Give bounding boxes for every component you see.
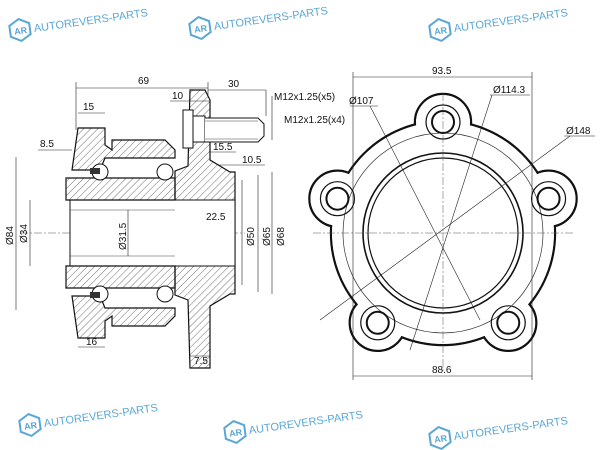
dim-10-5: 10.5 <box>242 155 262 166</box>
dia-68: Ø68 <box>276 227 287 246</box>
ar-logo-icon <box>8 17 32 43</box>
dim-7-5: 7.5 <box>194 356 208 367</box>
watermark: AR AUTOREVERS-PARTS <box>18 402 159 438</box>
front-view <box>308 92 578 373</box>
dim-overall-length: 69 <box>138 76 150 87</box>
watermark: AR AUTOREVERS-PARTS <box>8 7 149 43</box>
dia-pcd: Ø114.3 <box>493 85 525 96</box>
front-view-labels: 93.5 Ø107 Ø114.3 Ø148 88.6 <box>319 66 595 380</box>
bolt-hole <box>536 186 561 211</box>
bolt-boss <box>360 305 396 341</box>
dia-outer: Ø84 <box>5 226 16 245</box>
dia-bore: Ø31.5 <box>118 222 129 250</box>
watermark-logo-text: AR <box>14 25 29 37</box>
watermark-logo-text: AR <box>229 427 244 439</box>
dim-flange-thickness: 10 <box>172 91 184 102</box>
dim-bottom: 88.6 <box>432 365 452 376</box>
bolt-hole <box>496 310 521 335</box>
dia-107: Ø107 <box>349 96 374 107</box>
bolt-boss <box>319 181 356 217</box>
watermark: AR AUTOREVERS-PARTS <box>428 415 569 450</box>
bolt-boss <box>490 305 526 341</box>
ar-logo-icon <box>18 412 42 438</box>
stud-thread-5: M12x1.25(x5) <box>274 92 335 103</box>
dim-width: 93.5 <box>432 66 452 77</box>
watermark-logo-text: AR <box>434 433 449 445</box>
wheel-stud <box>182 109 265 149</box>
dim-stud-length: 30 <box>228 79 240 90</box>
dia-50: Ø50 <box>246 227 257 246</box>
ar-logo-icon <box>428 425 452 450</box>
watermark-text: AUTOREVERS-PARTS <box>213 5 328 33</box>
watermark: AR AUTOREVERS-PARTS <box>223 409 364 445</box>
ar-logo-icon <box>188 15 212 41</box>
dia-148: Ø148 <box>566 126 591 137</box>
bolt-boss <box>530 181 567 217</box>
bolt-hole <box>325 186 350 211</box>
bolt-hole <box>365 310 390 335</box>
side-section-view: 69 30 10 15 M12x1.25(x5) M12x1.25(x4) 8.… <box>5 76 345 369</box>
watermark-text: AUTOREVERS-PARTS <box>43 402 158 430</box>
watermark-logo-text: AR <box>434 25 449 37</box>
watermark-logo-text: AR <box>24 420 39 432</box>
dim-left-offset: 8.5 <box>40 139 54 150</box>
watermark-text: AUTOREVERS-PARTS <box>248 409 363 437</box>
dim-22-5: 22.5 <box>206 212 226 223</box>
stud-thread-4: M12x1.25(x4) <box>284 115 345 126</box>
watermark-logo-text: AR <box>194 23 209 35</box>
dim-15-5: 15.5 <box>213 142 233 153</box>
dim-ear-width: 15 <box>83 102 95 113</box>
dim-16: 16 <box>86 337 98 348</box>
dia-bore-outer: Ø34 <box>19 224 30 243</box>
watermark: AR AUTOREVERS-PARTS <box>188 5 329 41</box>
dia-65: Ø65 <box>262 227 273 246</box>
watermark-text: AUTOREVERS-PARTS <box>453 415 568 443</box>
watermark-text: AUTOREVERS-PARTS <box>33 7 148 35</box>
ar-logo-icon <box>223 419 247 445</box>
watermark-text: AUTOREVERS-PARTS <box>453 7 568 35</box>
watermark: AR AUTOREVERS-PARTS <box>428 7 569 43</box>
ar-logo-icon <box>428 17 452 43</box>
